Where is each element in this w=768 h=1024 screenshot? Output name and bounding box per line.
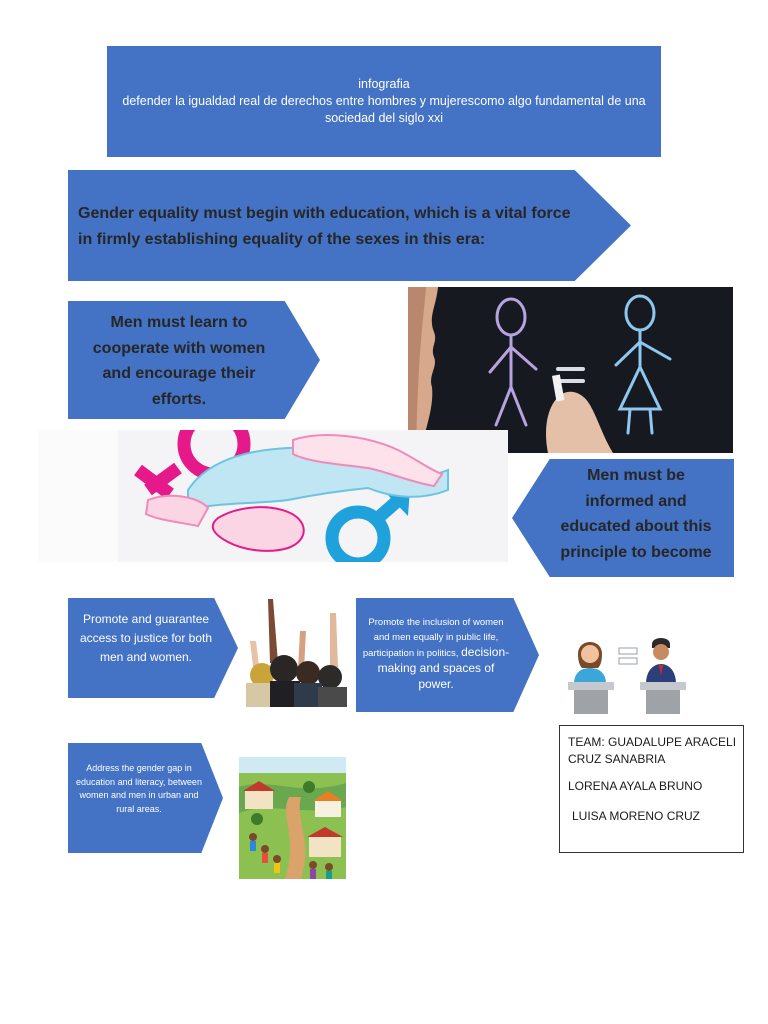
chalkboard-equality-image (408, 287, 733, 453)
team-member-3: LUISA MORENO CRUZ (572, 809, 701, 823)
justice-text: Promote and guarantee access to justice … (79, 612, 213, 664)
title-line-2: defender la igualdad real de derechos en… (122, 94, 646, 108)
men-cooperate-arrow: Men must learn to cooperate with women a… (68, 301, 320, 419)
gender-gap-text: Address the gender gap in education and … (76, 763, 202, 814)
heading-arrow: Gender equality must begin with educatio… (68, 170, 631, 281)
raised-hands-women-image (242, 597, 347, 707)
inclusion-text-large: decision-making and spaces of power. (377, 645, 510, 691)
title-line-1: infografia (358, 77, 410, 91)
team-credits-box: TEAM: GUADALUPE ARACELI CRUZ SANABRIA LO… (559, 725, 744, 853)
team-member-2: LORENA AYALA BRUNO (568, 779, 703, 793)
title-line-3: sociedad del siglo xxi (324, 111, 444, 125)
justice-arrow: Promote and guarantee access to justice … (68, 598, 238, 698)
title-box: infografia defender la igualdad real de … (107, 46, 661, 157)
men-informed-arrow: Men must be informed and educated about … (512, 459, 734, 577)
gender-gap-arrow: Address the gender gap in education and … (68, 743, 223, 853)
debate-podium-image (564, 632, 694, 714)
inclusion-arrow: Promote the inclusion of women and men e… (356, 598, 539, 712)
men-cooperate-text: Men must learn to cooperate with women a… (92, 314, 266, 408)
inclusion-text-small: Promote the inclusion of women and men e… (362, 617, 504, 659)
rural-education-illustration (239, 757, 346, 879)
heading-text: Gender equality must begin with educatio… (78, 205, 571, 248)
handshake-gender-symbols-image (38, 430, 508, 562)
team-member-1: TEAM: GUADALUPE ARACELI CRUZ SANABRIA (568, 735, 737, 766)
men-informed-text: Men must be informed and educated about … (560, 467, 712, 561)
inclusion-text: Promote the inclusion of women and men e… (362, 615, 510, 693)
